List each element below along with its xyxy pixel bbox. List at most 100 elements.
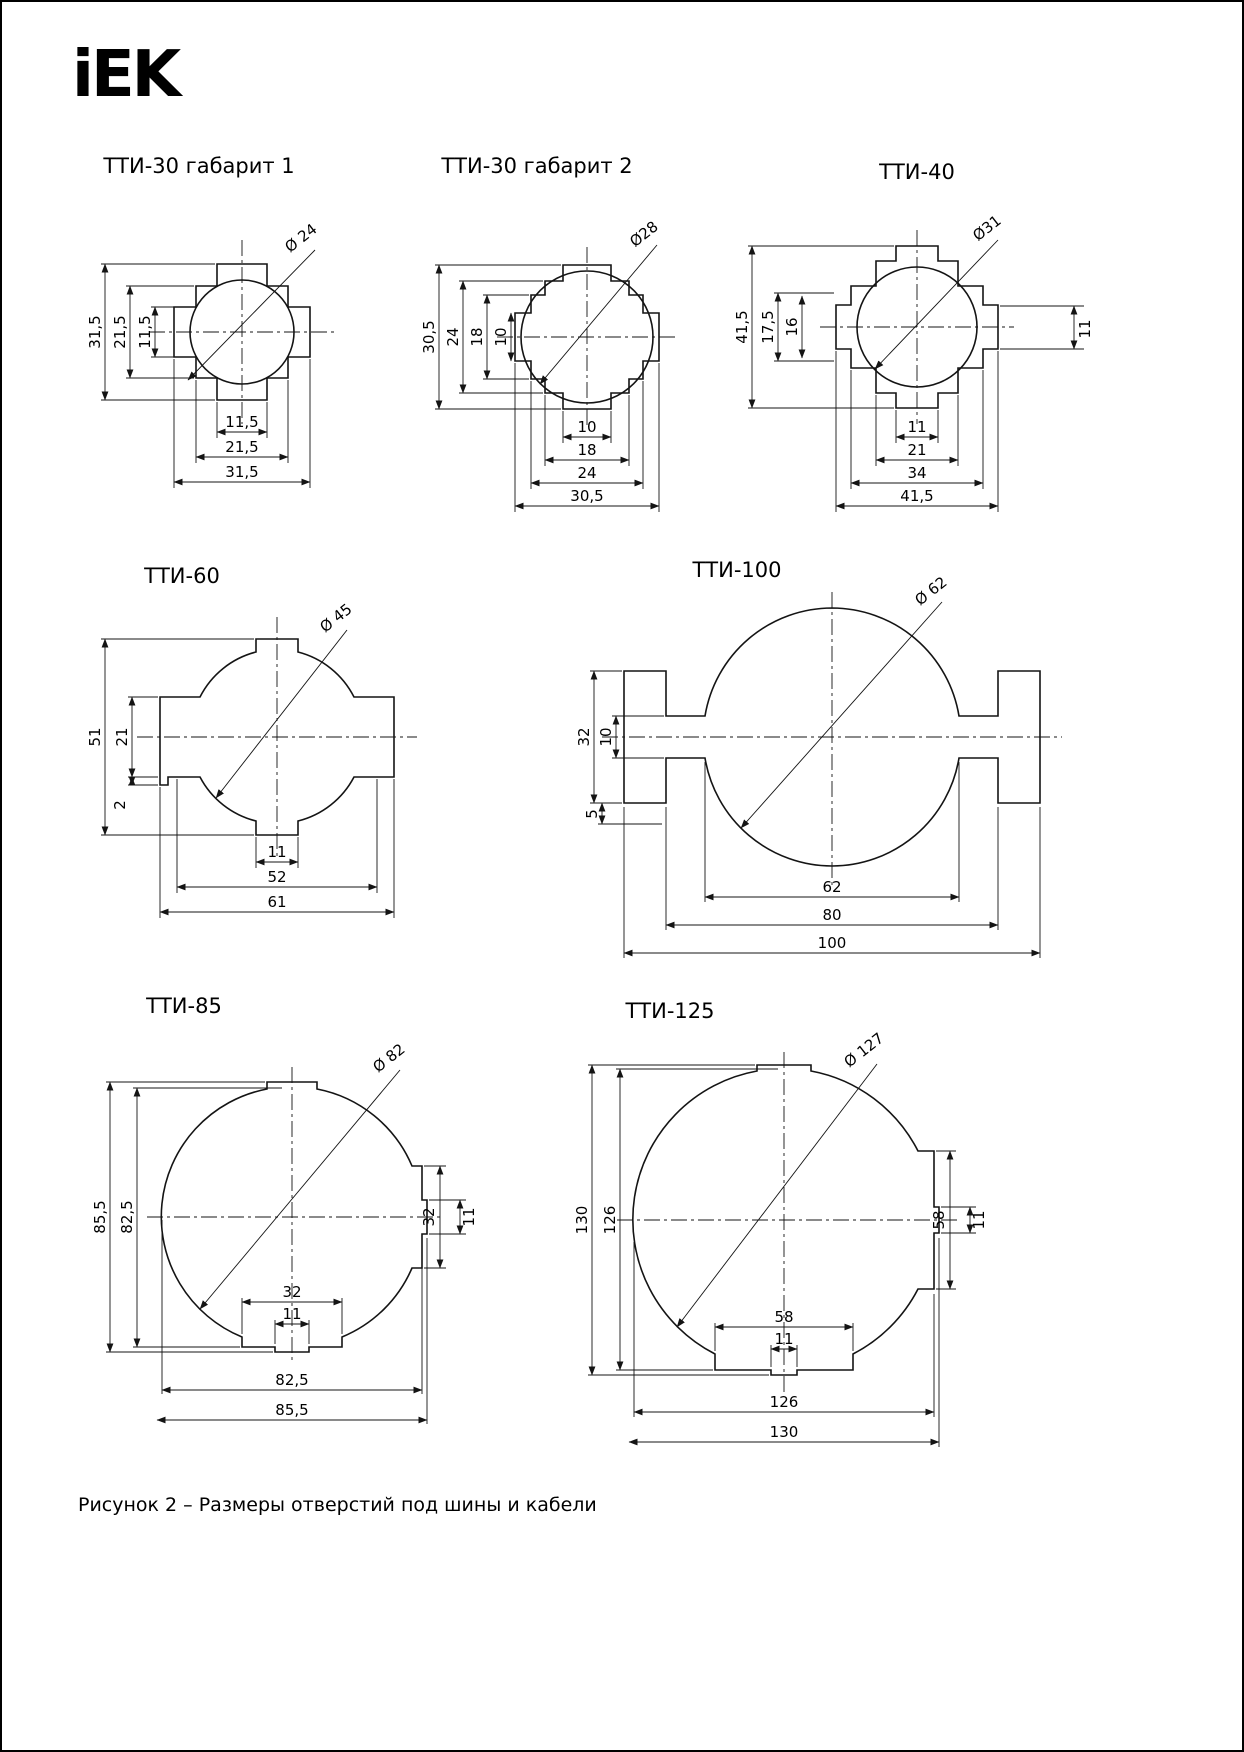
extension-lines	[101, 263, 311, 488]
dim-label: 17,5	[759, 310, 777, 343]
dimension-lines	[101, 263, 311, 486]
dim-label: 30,5	[420, 320, 438, 353]
title-tti30-2: ТТИ-30 габарит 2	[441, 154, 633, 178]
centerlines	[820, 230, 1014, 424]
iek-logo: iEK	[72, 38, 181, 112]
extension-lines	[101, 638, 395, 918]
diameter-leader	[187, 249, 316, 381]
diagram-tti60: 51 21 2 11 52 61 Ø 45	[86, 600, 417, 918]
dim-label: 31,5	[86, 315, 104, 348]
title-tti100: ТТИ-100	[692, 558, 782, 582]
dim-label: 82,5	[118, 1200, 136, 1233]
dim-label: 100	[818, 934, 847, 952]
hole-outline	[173, 263, 311, 401]
diameter-label: Ø 62	[911, 573, 950, 609]
dim-label: 10	[597, 727, 615, 746]
dim-label: 61	[267, 893, 286, 911]
dim-label: 85,5	[91, 1200, 109, 1233]
extension-lines	[588, 1064, 976, 1447]
bore-circle	[856, 266, 978, 388]
dim-label: 11	[267, 843, 286, 861]
centerlines	[137, 617, 417, 857]
figure-caption: Рисунок 2 – Размеры отверстий под шины и…	[78, 1494, 597, 1516]
dim-label: 11,5	[136, 315, 154, 348]
title-tti30-1: ТТИ-30 габарит 1	[103, 154, 295, 178]
title-tti85: ТТИ-85	[146, 994, 222, 1018]
centerlines	[147, 1067, 442, 1362]
diagram-tti30-gabarit1: 31,5 21,5 11,5 11,5 21,5 31,5 Ø 24	[86, 220, 335, 488]
dim-label: 80	[822, 906, 841, 924]
dim-label: 34	[907, 464, 926, 482]
dim-label: 10	[577, 418, 596, 436]
diameter-label: Ø 127	[841, 1029, 888, 1071]
dim-label: 31,5	[225, 463, 258, 481]
dimension-lines	[101, 638, 395, 916]
dim-label: 2	[111, 800, 129, 810]
dim-label: 11,5	[225, 413, 258, 431]
dim-label: 24	[444, 327, 462, 346]
title-tti125: ТТИ-125	[625, 999, 715, 1023]
dim-label: 18	[468, 327, 486, 346]
dim-label: 32	[282, 1283, 301, 1301]
dim-label: 126	[770, 1393, 799, 1411]
extension-lines	[748, 245, 1084, 512]
hole-outline	[159, 638, 395, 836]
dim-label: 41,5	[900, 487, 933, 505]
dim-label: 130	[573, 1206, 591, 1235]
dim-label: 32	[575, 727, 593, 746]
diagram-tti85: 85,5 82,5 32 11 32 11 82,5 85,5 Ø 82	[91, 1040, 478, 1424]
hole-outline	[160, 1081, 428, 1353]
dimension-lines	[748, 245, 1078, 510]
bore-circle	[520, 270, 654, 404]
diameter-leader	[199, 1069, 401, 1310]
dim-label: 21	[113, 727, 131, 746]
dimension-lines	[590, 670, 1041, 957]
diameter-leader	[740, 601, 943, 829]
dim-label: 126	[601, 1206, 619, 1235]
extension-lines	[106, 1081, 466, 1424]
extension-lines	[590, 670, 1041, 958]
dim-label: 21,5	[111, 315, 129, 348]
dim-label: 21	[907, 441, 926, 459]
dim-label: 51	[86, 727, 104, 746]
dim-label: 10	[492, 327, 510, 346]
centerlines	[602, 592, 1062, 887]
title-tti40: ТТИ-40	[879, 160, 955, 184]
dim-label: 11	[774, 1330, 793, 1348]
centerlines	[149, 240, 335, 424]
dim-label: 5	[583, 809, 601, 819]
dim-label: 11	[907, 418, 926, 436]
dim-label: 41,5	[733, 310, 751, 343]
extension-lines	[435, 264, 660, 512]
hole-outline	[632, 1064, 940, 1376]
diagram-tti125: 130 126 58 11 58 11 126 130 Ø 127	[573, 1029, 988, 1447]
title-tti60: ТТИ-60	[144, 564, 220, 588]
dim-label: 52	[267, 868, 286, 886]
dim-label: 24	[577, 464, 596, 482]
centerlines	[617, 1052, 957, 1392]
dim-label: 18	[577, 441, 596, 459]
diagram-tti30-gabarit2: 30,5 24 18 10 10 18 24 30,5 Ø28	[420, 217, 677, 512]
diagram-tti100: 32 10 5 62 80 100 Ø 62	[575, 573, 1062, 958]
dim-label: 11	[460, 1207, 478, 1226]
diameter-leader	[539, 244, 658, 385]
diameter-leader	[676, 1063, 878, 1328]
dim-label: 30,5	[570, 487, 603, 505]
dimension-lines	[435, 264, 660, 510]
diameter-label: Ø 82	[369, 1040, 408, 1076]
dim-label: 11	[282, 1305, 301, 1323]
dim-label: 21,5	[225, 438, 258, 456]
hole-outline	[835, 245, 999, 409]
dim-label: 11	[1076, 319, 1094, 338]
dim-label: 16	[783, 317, 801, 336]
dimension-lines	[588, 1064, 974, 1446]
dim-label: 85,5	[275, 1401, 308, 1419]
dim-label: 62	[822, 878, 841, 896]
hole-outline	[623, 607, 1041, 867]
diagram-tti40: 41,5 17,5 16 11 11 21 34 41,5 Ø31	[733, 211, 1094, 512]
dim-label: 130	[770, 1423, 799, 1441]
dim-label: 11	[970, 1210, 988, 1229]
diameter-label: Ø31	[969, 211, 1004, 244]
diameter-leader	[874, 239, 999, 370]
